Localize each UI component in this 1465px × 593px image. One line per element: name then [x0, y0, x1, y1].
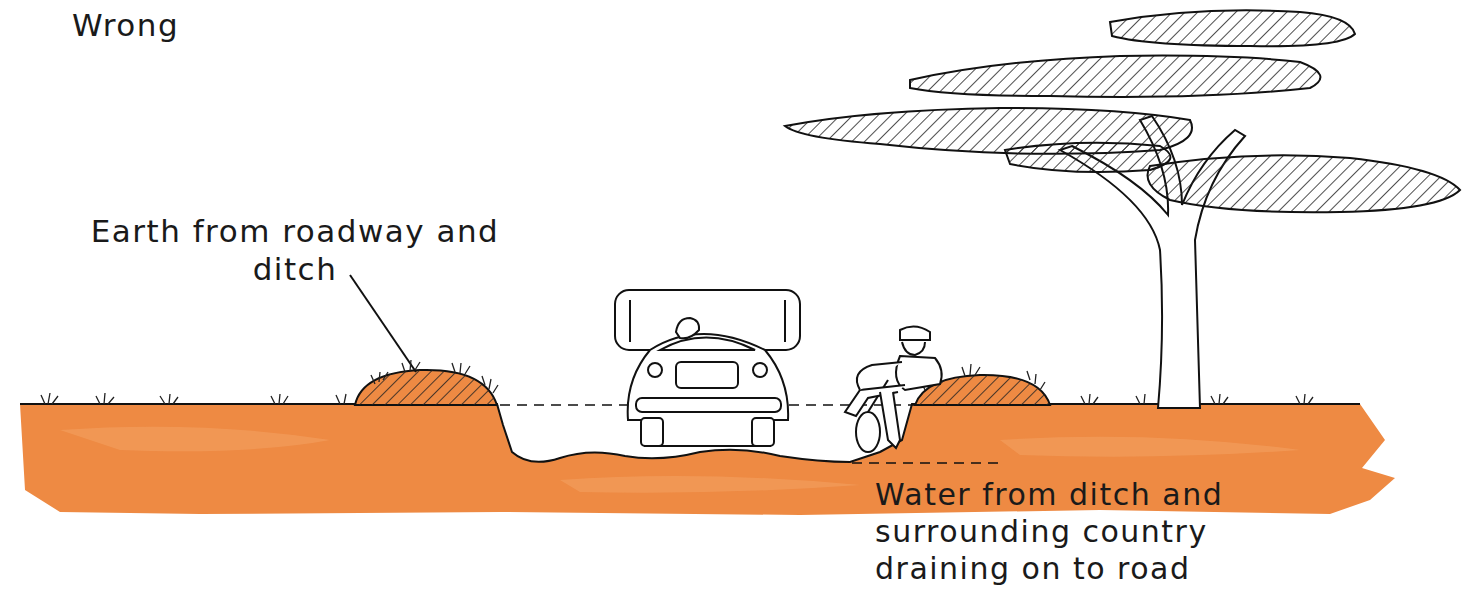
car [615, 290, 800, 446]
diagram-title: Wrong [72, 8, 179, 42]
tree [785, 10, 1460, 408]
leader-line [350, 275, 416, 372]
earth-mound-hatch [355, 370, 497, 405]
water-level-line [852, 462, 1005, 464]
cyclist [845, 326, 942, 452]
earth-mound [355, 370, 497, 405]
callout-label: Water from ditch and surrounding country… [875, 476, 1325, 587]
callout-label: Earth from roadway and ditch [80, 212, 510, 288]
